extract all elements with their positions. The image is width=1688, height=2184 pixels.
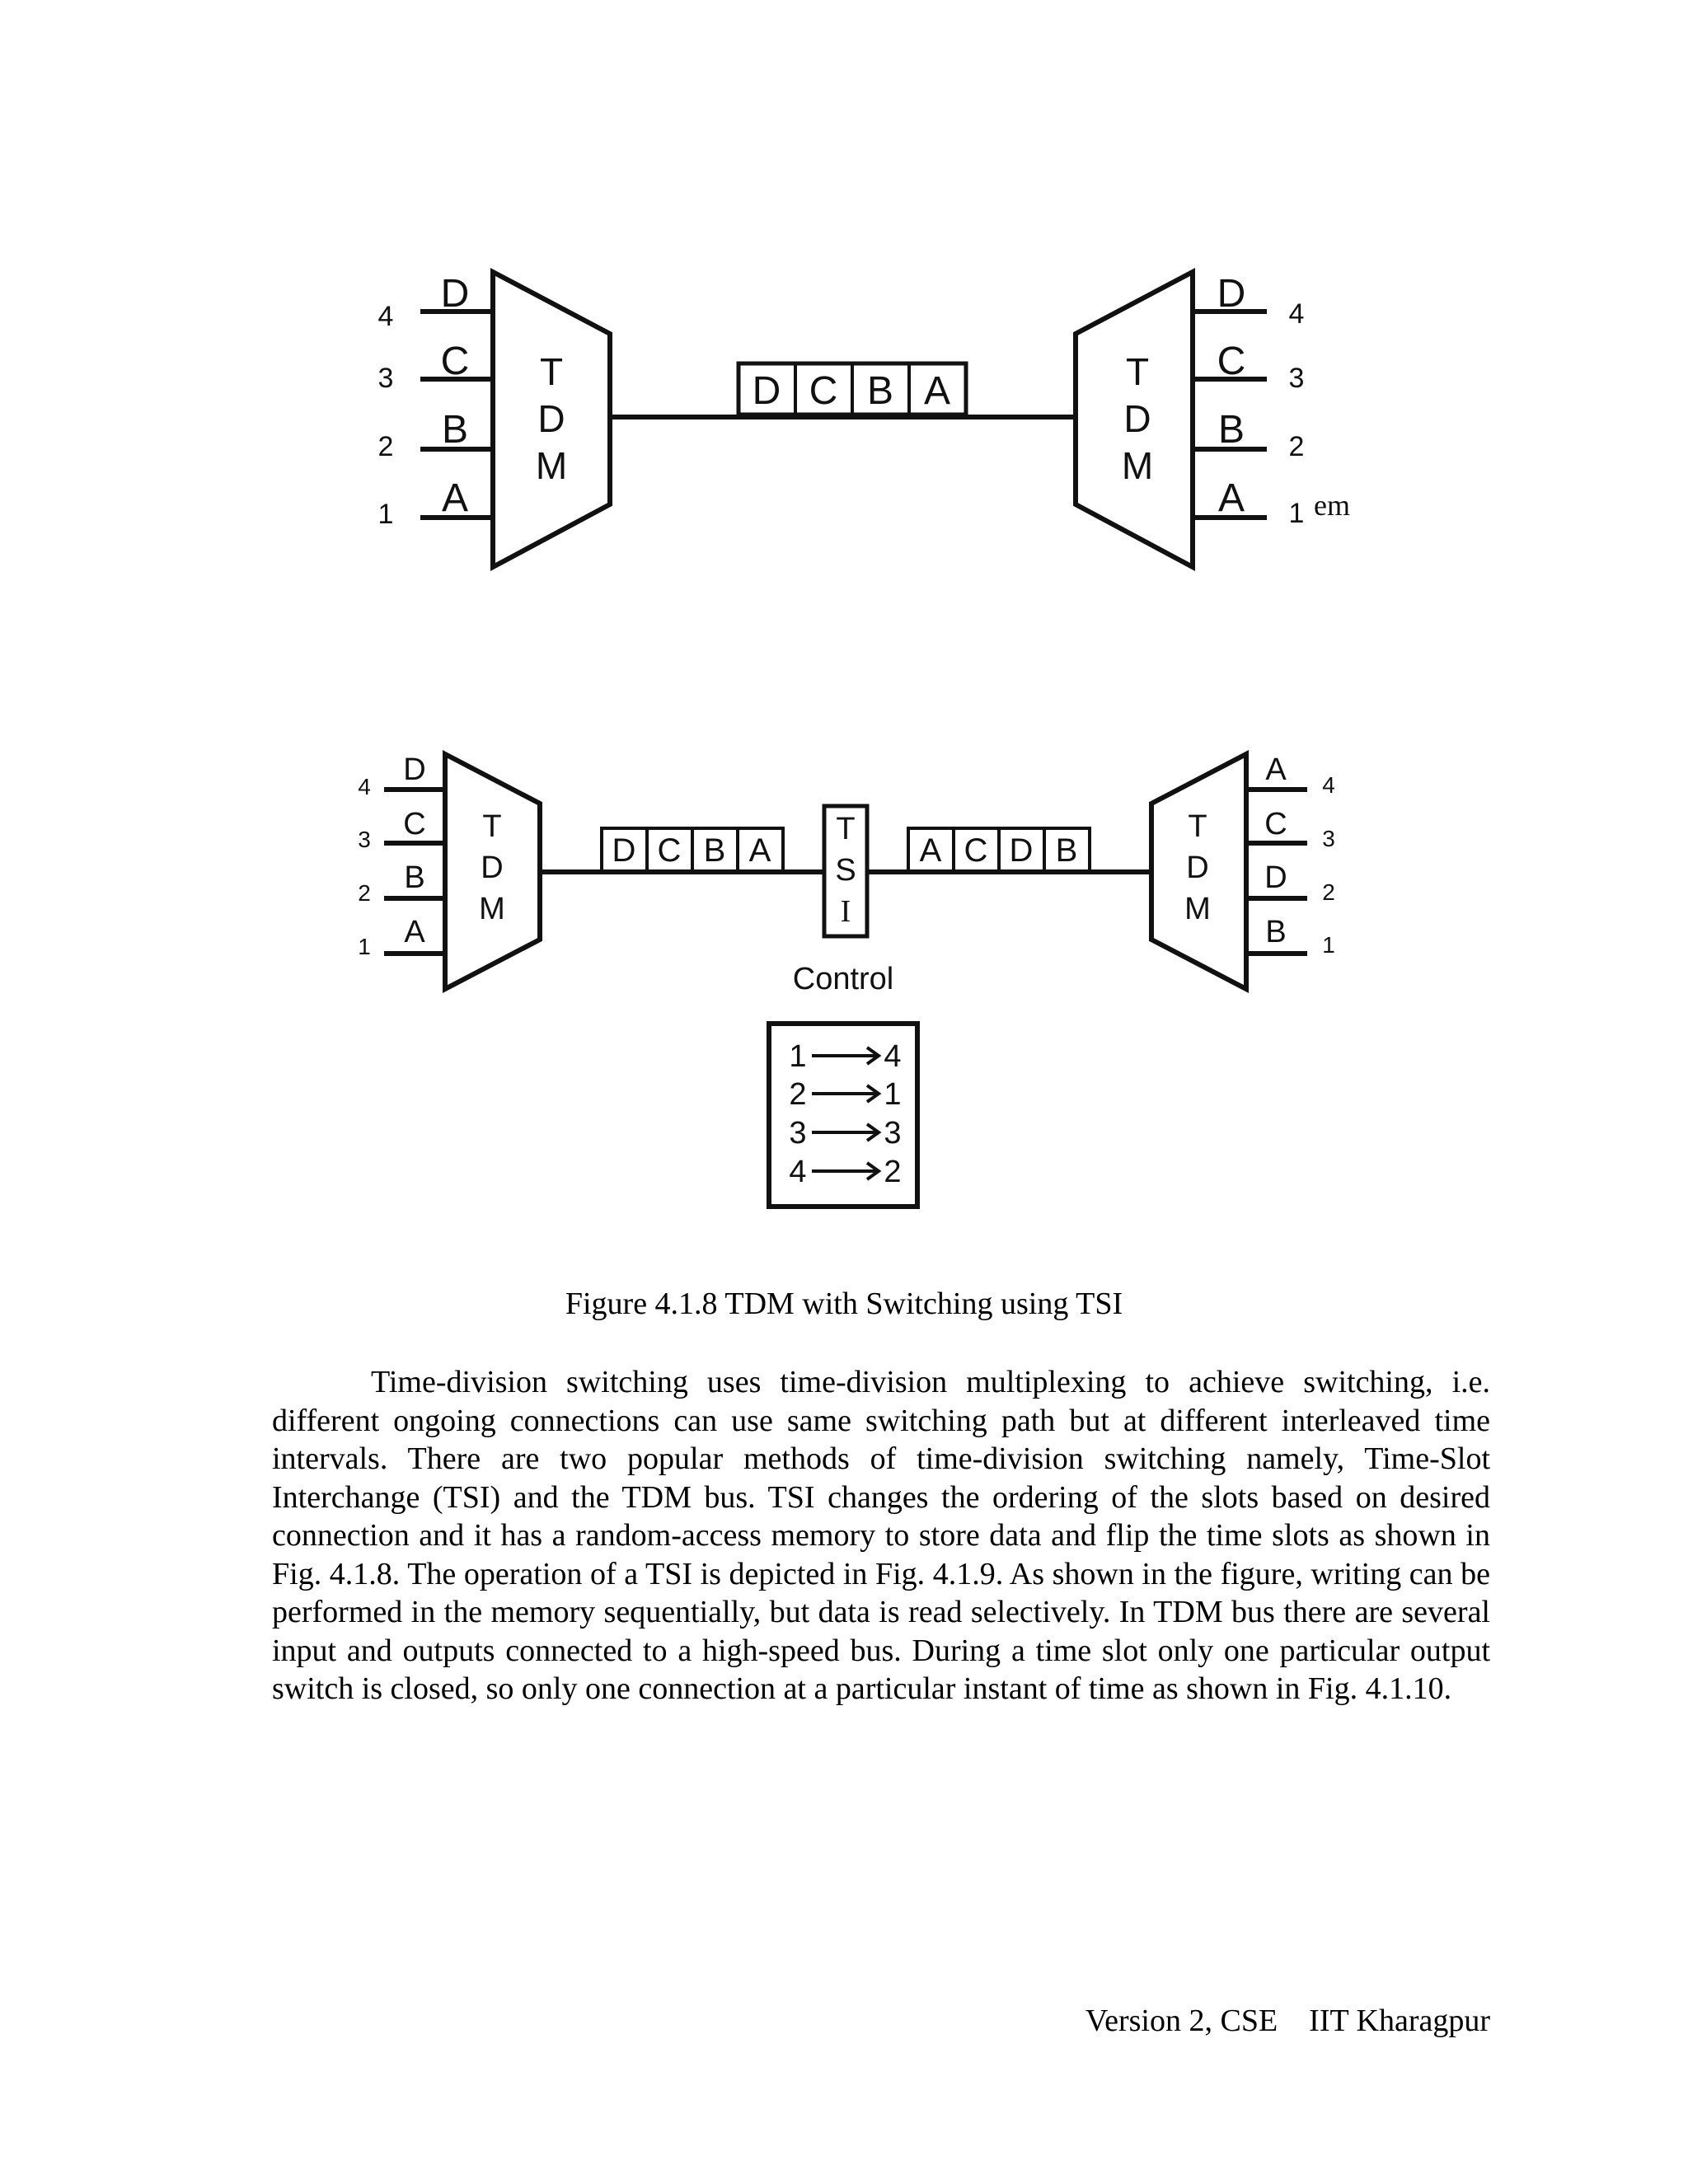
control-from: 4 <box>789 1155 806 1189</box>
demux-label-letter: T <box>1126 350 1149 393</box>
output-number: 1 <box>1322 932 1335 958</box>
output-number: 3 <box>1289 363 1305 394</box>
control-to: 3 <box>884 1116 901 1151</box>
input-letter: C <box>441 340 470 383</box>
mux-label-letter: M <box>536 444 567 487</box>
page-footer: Version 2, CSE IIT Kharagpur <box>1085 2004 1490 2038</box>
frame-slot-letter: D <box>1010 832 1034 869</box>
output-letter: A <box>1218 476 1245 520</box>
control-from: 1 <box>789 1039 806 1074</box>
control-to: 2 <box>884 1155 901 1189</box>
top-left-mux-shape <box>490 268 612 572</box>
input-letter: B <box>404 860 424 895</box>
output-letter: D <box>1217 272 1246 316</box>
input-number: 4 <box>358 774 371 799</box>
input-number: 1 <box>358 934 371 959</box>
output-letter: B <box>1218 408 1245 452</box>
input-letter: A <box>404 915 425 949</box>
frame-slot-letter: D <box>753 369 781 413</box>
mux-label-letter: D <box>537 397 565 440</box>
frame-slot-letter: B <box>1056 832 1078 869</box>
output-letter: A <box>1265 752 1287 787</box>
frame-slot-letter: C <box>658 832 682 869</box>
input-number: 1 <box>378 499 394 530</box>
input-number: 3 <box>378 363 394 394</box>
input-letter: C <box>403 807 425 841</box>
mux-label-letter: D <box>481 851 503 885</box>
figure-caption: Figure 4.1.8 TDM with Switching using TS… <box>565 1286 1123 1321</box>
mux-label-letter: T <box>482 809 501 844</box>
control-from: 2 <box>789 1077 806 1112</box>
frame-slot-letter: A <box>924 369 950 413</box>
stray-text: em <box>1314 489 1350 522</box>
bottom-left-mux-shape <box>443 750 542 993</box>
tsi-label-letter: S <box>835 853 856 888</box>
output-letter: D <box>1264 860 1287 895</box>
input-letter: D <box>403 752 425 787</box>
input-number: 4 <box>378 301 394 332</box>
paragraph-text: Time-division switching uses time-divisi… <box>272 1365 1490 1706</box>
frame-slot-letter: A <box>749 832 771 869</box>
input-number: 2 <box>378 431 394 462</box>
input-number: 3 <box>358 827 371 852</box>
output-letter: B <box>1265 915 1286 949</box>
output-letter: C <box>1217 340 1246 383</box>
demux-label-letter: D <box>1123 397 1151 440</box>
tsi-box <box>822 804 870 939</box>
tsi-label-letter: T <box>836 812 855 846</box>
control-label: Control <box>793 962 894 996</box>
output-number: 1 <box>1289 498 1305 529</box>
demux-label-letter: M <box>1184 892 1211 926</box>
output-number: 2 <box>1289 431 1305 462</box>
input-letter: D <box>441 272 470 316</box>
tdm-tsi-figure: 4 3 2 1 D C B A T D M D C B A T D M D C … <box>358 268 1350 1209</box>
demux-label-letter: M <box>1122 444 1153 487</box>
output-number: 2 <box>1322 879 1335 905</box>
output-letter: C <box>1264 807 1287 841</box>
mux-label-letter: M <box>479 892 505 926</box>
output-number: 4 <box>1289 298 1305 330</box>
frame-slot-letter: B <box>704 832 726 869</box>
control-from: 3 <box>789 1116 806 1151</box>
output-number: 3 <box>1322 826 1335 851</box>
frame-slot-letter: C <box>809 369 838 413</box>
input-number: 2 <box>358 880 371 906</box>
frame-slot-letter: C <box>964 832 988 869</box>
frame-slot-letter: D <box>612 832 636 869</box>
output-number: 4 <box>1322 772 1335 798</box>
bottom-right-demux-shape <box>1149 750 1249 993</box>
control-to: 1 <box>884 1077 901 1112</box>
top-right-demux-shape <box>1073 268 1195 572</box>
mux-label-letter: T <box>540 350 563 393</box>
tsi-label-letter: I <box>841 894 851 929</box>
control-to: 4 <box>884 1039 901 1074</box>
frame-slot-letter: A <box>920 832 942 869</box>
demux-label-letter: T <box>1188 809 1207 844</box>
input-letter: A <box>442 476 468 520</box>
frame-slot-letter: B <box>867 369 893 413</box>
demux-label-letter: D <box>1186 851 1208 885</box>
body-paragraph: Time-division switching uses time-divisi… <box>272 1363 1490 1708</box>
input-letter: B <box>442 408 468 452</box>
